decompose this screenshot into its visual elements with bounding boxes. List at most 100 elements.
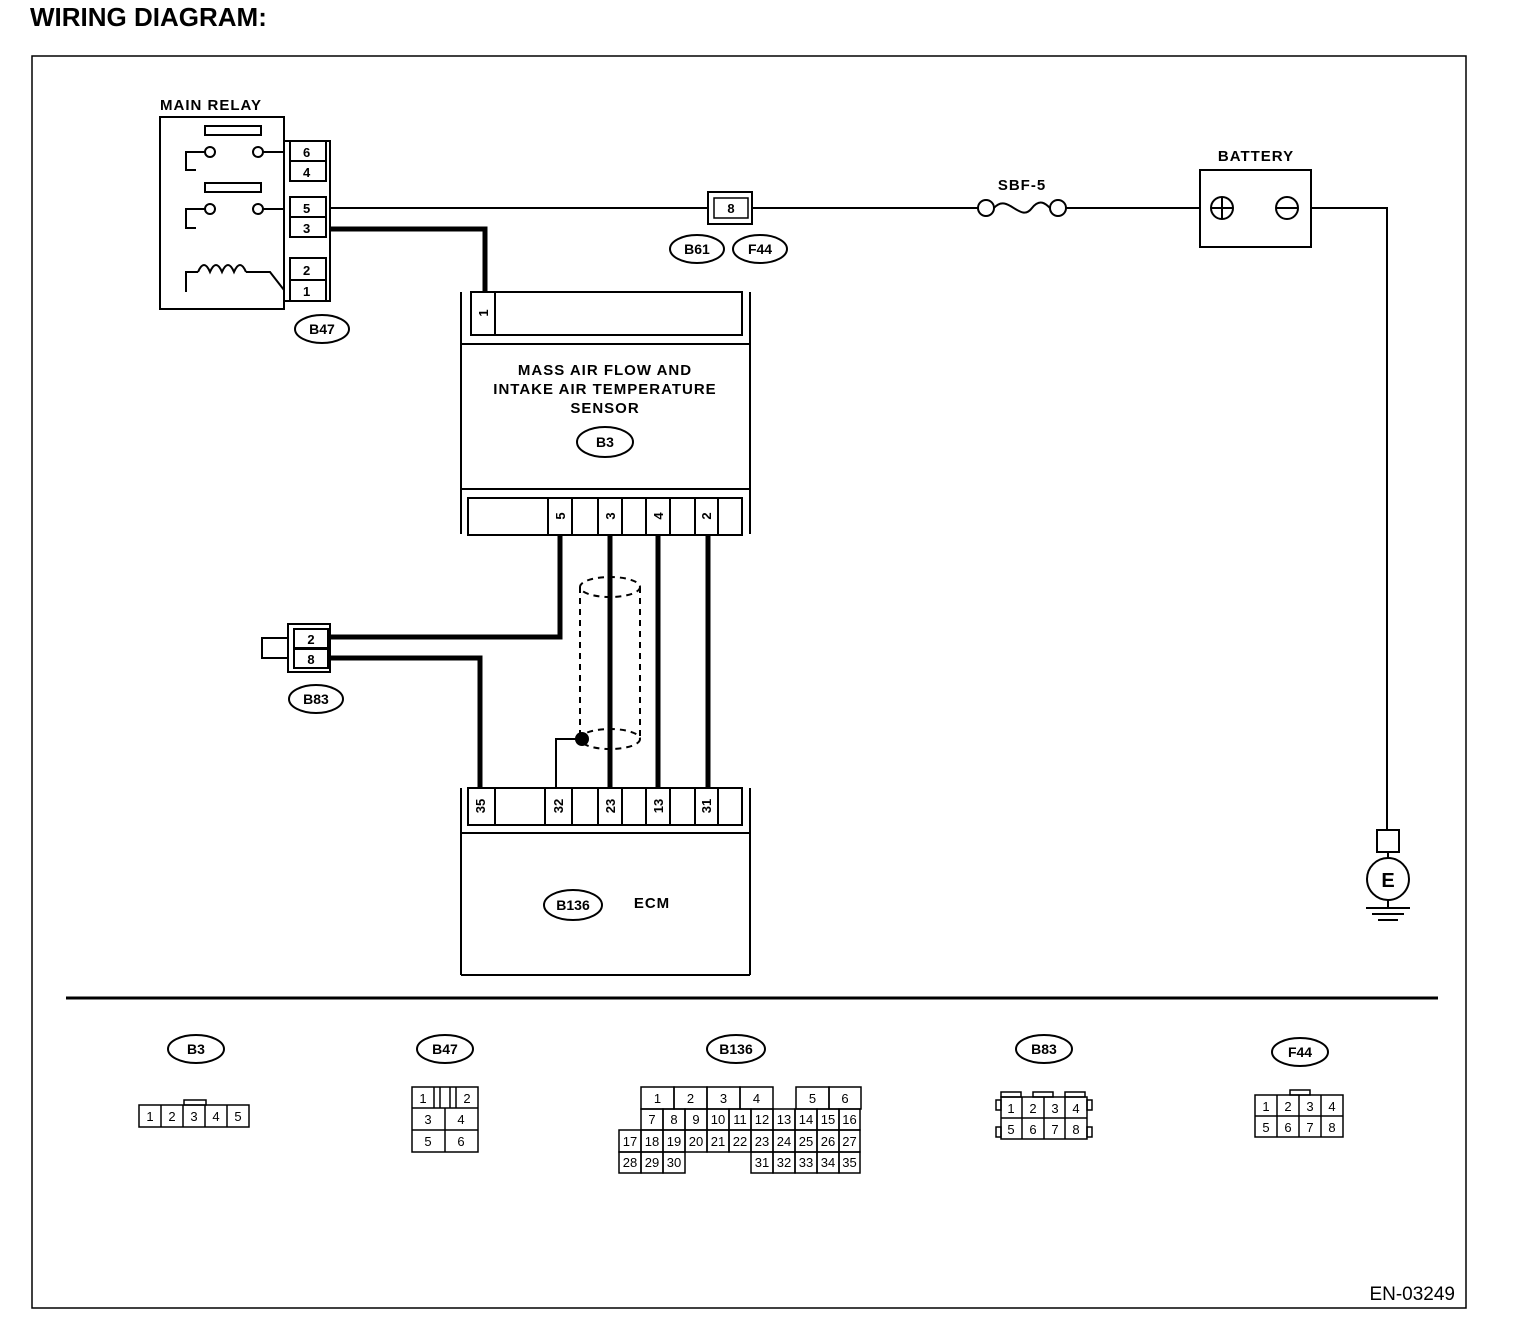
ecm <box>460 787 751 976</box>
legend-cell: 5 <box>1007 1122 1014 1137</box>
relay-pin-5: 5 <box>303 201 310 216</box>
legend-cell: 2 <box>1284 1099 1291 1114</box>
legend-b136-tag: B136 <box>719 1041 753 1057</box>
b136-cell-label: 25 <box>799 1134 813 1149</box>
b136-grid <box>618 1086 862 1174</box>
b136-cell-label: 21 <box>711 1134 725 1149</box>
b136-cell-label: 24 <box>777 1134 791 1149</box>
relay-pin-6: 6 <box>303 145 310 160</box>
page-title: WIRING DIAGRAM: <box>30 2 267 32</box>
b83-tag-oval <box>288 684 344 714</box>
legend-f44: F44 1 2 3 4 5 6 7 8 <box>1254 1037 1344 1138</box>
maf-iat-sensor <box>460 291 751 536</box>
b136-cell-label: 28 <box>623 1155 637 1170</box>
legend-cell: 2 <box>168 1109 175 1124</box>
b136-cell-label: 30 <box>667 1155 681 1170</box>
b83-pin-8: 8 <box>307 652 314 667</box>
b136-cell-label: 26 <box>821 1134 835 1149</box>
battery: BATTERY <box>1199 148 1388 830</box>
b136-cell-label: 7 <box>648 1112 655 1127</box>
ecm-pin-31: 31 <box>699 799 714 813</box>
b136-cell-label: 8 <box>670 1112 677 1127</box>
sensor-connector-tag: B3 <box>596 434 614 450</box>
sensor-pin-4: 4 <box>651 512 666 520</box>
legend-cell: 4 <box>212 1109 219 1124</box>
legend-cell: 6 <box>1029 1122 1036 1137</box>
legend-b47: B47 1 2 3 4 5 6 <box>411 1034 479 1153</box>
b136-cell-label: 32 <box>777 1155 791 1170</box>
sensor-name-line-3: SENSOR <box>570 400 639 417</box>
ecm-label: ECM <box>634 895 670 912</box>
ecm-pins: 35 32 23 13 31 <box>473 799 714 813</box>
sensor-name-line-1: MASS AIR FLOW AND <box>518 362 692 379</box>
b136-cell-label: 22 <box>733 1134 747 1149</box>
b136-cell-label: 33 <box>799 1155 813 1170</box>
sensor-pin-5: 5 <box>553 512 568 519</box>
b136-cell <box>838 1151 861 1174</box>
ground-e <box>1366 829 1410 921</box>
legend-cell: 7 <box>1051 1122 1058 1137</box>
legend-b3-tag: B3 <box>187 1041 205 1057</box>
legend-cell: 4 <box>457 1112 464 1127</box>
b136-cell-label: 35 <box>842 1155 856 1170</box>
b136-cell-label: 6 <box>841 1091 848 1106</box>
joint-pin-8: 8 <box>727 201 734 216</box>
legend-b83: B83 1 2 3 4 5 6 7 8 <box>995 1034 1093 1140</box>
joint-connector: 8 B61 F44 <box>669 191 788 264</box>
ecm-pin-13: 13 <box>651 799 666 813</box>
ecm-pin-23: 23 <box>603 799 618 813</box>
relay-connector-tag-text: B47 <box>309 321 335 337</box>
fuse-sbf5: SBF-5 <box>977 177 1067 217</box>
b136-cell-label: 29 <box>645 1155 659 1170</box>
b136-cell-label: 11 <box>733 1112 747 1127</box>
legend-cell: 1 <box>1262 1099 1269 1114</box>
legend-cell: 7 <box>1306 1120 1313 1135</box>
b136-cell-label: 19 <box>667 1134 681 1149</box>
legend-cell: 3 <box>1051 1101 1058 1116</box>
ecm-pin-35: 35 <box>473 799 488 813</box>
ecm-tag-oval <box>543 889 603 921</box>
legend-cell: 8 <box>1328 1120 1335 1135</box>
legend-cell: 3 <box>424 1112 431 1127</box>
joint-tag-f44: F44 <box>748 241 772 257</box>
legend-cell: 1 <box>146 1109 153 1124</box>
relay-pin-4: 4 <box>303 165 311 180</box>
relay-connector-tag: B47 <box>294 314 350 344</box>
fuse-label: SBF-5 <box>998 177 1046 194</box>
legend-cell: 5 <box>234 1109 241 1124</box>
legend-cell: 5 <box>424 1134 431 1149</box>
legend-cell: 5 <box>1262 1120 1269 1135</box>
wire-b83-8-ecm35 <box>330 655 483 788</box>
legend-cell: 4 <box>1072 1101 1079 1116</box>
b83-pin-2: 2 <box>307 632 314 647</box>
relay-pin-3: 3 <box>303 221 310 236</box>
legend-b83-tag: B83 <box>1031 1041 1057 1057</box>
wire-relay3-sensor1 <box>330 226 488 292</box>
b136-cell-label: 13 <box>777 1112 791 1127</box>
legend-cell: 4 <box>1328 1099 1335 1114</box>
legend-cell: 3 <box>1306 1099 1313 1114</box>
legend-f44-tag: F44 <box>1288 1044 1312 1060</box>
legend-cell: 2 <box>1029 1101 1036 1116</box>
legend-cell: 3 <box>190 1109 197 1124</box>
b136-cell-label: 14 <box>799 1112 813 1127</box>
b136-cell-label: 20 <box>689 1134 703 1149</box>
wire-sensor5-b83-2 <box>330 535 563 640</box>
sensor-name-line-2: INTAKE AIR TEMPERATURE <box>493 381 716 398</box>
b136-cell <box>662 1151 686 1174</box>
ground-label: E <box>1381 870 1394 892</box>
ecm-pin-32: 32 <box>551 799 566 813</box>
legend-cell: 6 <box>1284 1120 1291 1135</box>
legend-b136: B136 <box>618 1034 862 1174</box>
b136-cell-label: 12 <box>755 1112 769 1127</box>
b83-connector <box>261 623 331 673</box>
joint-tag-b61: B61 <box>684 241 710 257</box>
sensor-bottom-pins: 5 3 4 2 <box>553 512 714 520</box>
legend-cell: 1 <box>419 1091 426 1106</box>
main-relay: MAIN RELAY <box>159 97 331 310</box>
b83-tag: B83 <box>303 691 329 707</box>
relay-pin-1: 1 <box>303 284 310 299</box>
legend-cell: 1 <box>1007 1101 1014 1116</box>
b136-cell-label: 15 <box>821 1112 835 1127</box>
sensor-pin-2: 2 <box>699 512 714 519</box>
